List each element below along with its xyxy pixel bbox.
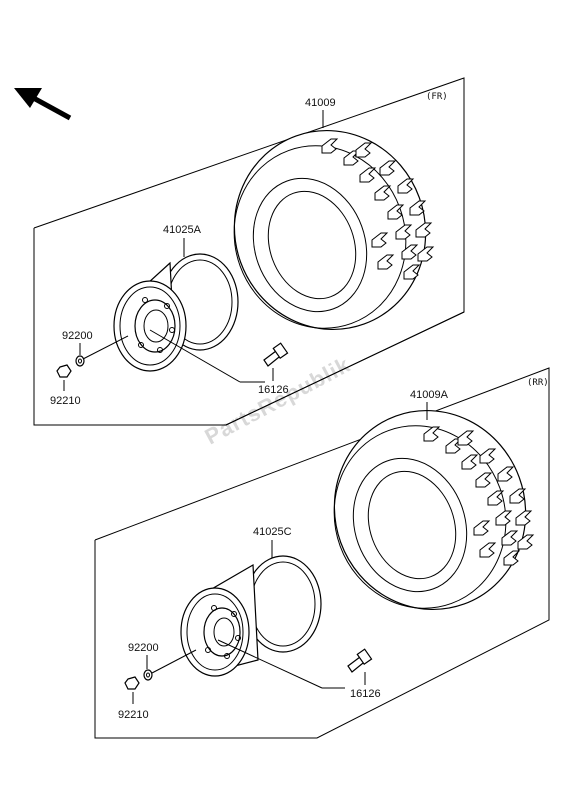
front-assembly: 41009 (FR) 41025A 16126: [33, 77, 465, 426]
rear-tire[interactable]: [307, 384, 554, 637]
rear-frame: [94, 367, 550, 739]
arrow-up-left-icon: [14, 88, 72, 121]
front-valve-label: 16126: [258, 384, 289, 396]
rear-washer-label: 92200: [128, 642, 159, 654]
front-valve[interactable]: [263, 342, 289, 367]
front-nut[interactable]: [56, 364, 72, 378]
front-view-label: (FR): [426, 92, 448, 102]
front-tire[interactable]: [207, 104, 454, 357]
front-wheel[interactable]: [113, 253, 239, 372]
rear-valve-label: 16126: [350, 688, 381, 700]
rear-view-label: (RR): [527, 378, 549, 388]
front-wheel-label: 41025A: [163, 224, 202, 236]
front-washer-label: 92200: [62, 330, 93, 342]
rear-washer[interactable]: [143, 669, 153, 681]
rear-nut[interactable]: [124, 676, 140, 690]
rear-assembly: 41009A (RR) 41025C 16126: [94, 367, 554, 739]
front-washer[interactable]: [75, 355, 85, 367]
front-tire-label: 41009: [305, 97, 336, 109]
rear-wheel-label: 41025C: [253, 526, 292, 538]
front-nut-label: 92210: [50, 395, 81, 407]
rear-wheel[interactable]: [180, 555, 322, 677]
rear-tire-label: 41009A: [410, 389, 449, 401]
rear-nut-label: 92210: [118, 709, 149, 721]
rear-valve[interactable]: [347, 648, 373, 673]
